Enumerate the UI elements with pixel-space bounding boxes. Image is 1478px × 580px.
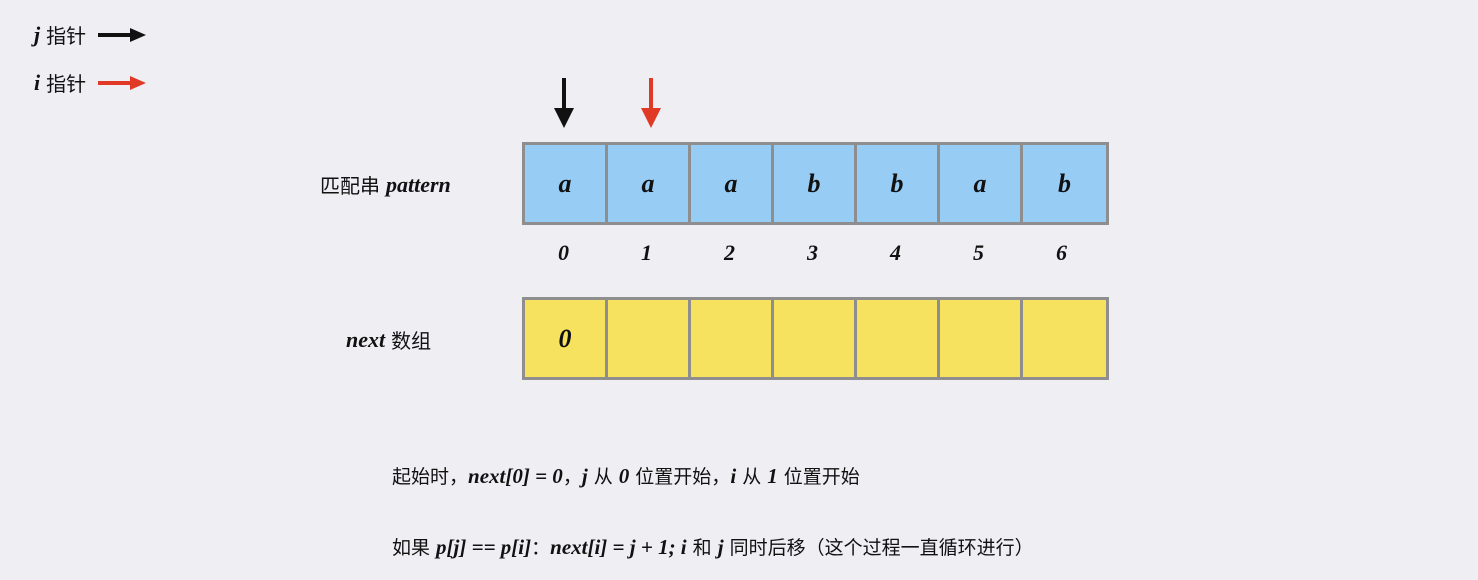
note-math: 0 (618, 464, 630, 488)
legend-label: 指针 (46, 72, 87, 96)
note-text: 如果 (392, 537, 437, 559)
index-label: 1 (641, 240, 652, 265)
pattern-cell: a (940, 145, 1023, 222)
pattern-label-en: pattern (386, 171, 451, 197)
note-text: 和 (686, 537, 718, 559)
next-cell: 0 (525, 300, 608, 377)
next-label-en: next (346, 326, 386, 352)
legend-var: j (34, 21, 41, 47)
next-array: 0 (522, 297, 1109, 380)
pattern-row-label: 匹配串 pattern (320, 170, 451, 199)
next-cell (608, 300, 691, 377)
index-label: 0 (558, 240, 569, 265)
note-text: 从 (587, 466, 619, 488)
note-text: 从 (736, 466, 768, 488)
pattern-cell: a (608, 145, 691, 222)
index-label: 2 (724, 240, 735, 265)
next-label-zh: 数组 (391, 329, 432, 353)
pattern-array: a a a b b a b (522, 142, 1109, 225)
note-text: ： (531, 537, 551, 559)
index-label: 3 (807, 240, 818, 265)
pattern-label-zh: 匹配串 (320, 174, 380, 198)
pattern-cell: b (1023, 145, 1106, 222)
next-cell (940, 300, 1023, 377)
note-text: 位置开始， (629, 466, 731, 488)
next-cell (691, 300, 774, 377)
pattern-cell: b (774, 145, 857, 222)
pattern-cell: a (525, 145, 608, 222)
next-cell (857, 300, 940, 377)
index-label: 5 (973, 240, 984, 265)
note-math: next[0] = 0 (468, 464, 563, 488)
black-right-arrow-icon (98, 27, 147, 42)
pattern-cell: a (691, 145, 774, 222)
i-pointer-down-arrow-icon (641, 78, 661, 130)
note-text: ， (562, 466, 582, 488)
note-text: 位置开始 (777, 466, 860, 488)
note-math: 1 (767, 464, 778, 488)
next-cell (1023, 300, 1106, 377)
j-pointer-down-arrow-icon (554, 78, 574, 130)
note-math: j (717, 535, 724, 559)
pattern-cell: b (857, 145, 940, 222)
note-math: p[j] == p[i] (436, 535, 532, 559)
note-match-rule: 如果 p[j] == p[i] ： next[i] = j + 1; i 和 j… (392, 533, 1034, 560)
red-right-arrow-icon (98, 75, 147, 90)
legend-i-pointer: i 指针 (34, 68, 147, 97)
legend-label: 指针 (46, 24, 87, 48)
index-labels: 0 1 2 3 4 5 6 (522, 240, 1103, 266)
next-row-label: next 数组 (346, 325, 431, 354)
note-text: 同时后移（这个过程一直循环进行） (723, 537, 1034, 559)
note-math: next[i] = j + 1; i (550, 535, 687, 559)
note-math: j (581, 464, 588, 488)
note-initial-state: 起始时， next[0] = 0 ， j 从 0 位置开始， i 从 1 位置开… (392, 462, 860, 489)
note-text: 起始时， (392, 466, 469, 488)
note-math: i (730, 464, 737, 488)
legend-var: i (34, 69, 41, 95)
legend-j-pointer: j 指针 (34, 20, 147, 49)
index-label: 4 (890, 240, 901, 265)
index-label: 6 (1056, 240, 1067, 265)
next-cell (774, 300, 857, 377)
